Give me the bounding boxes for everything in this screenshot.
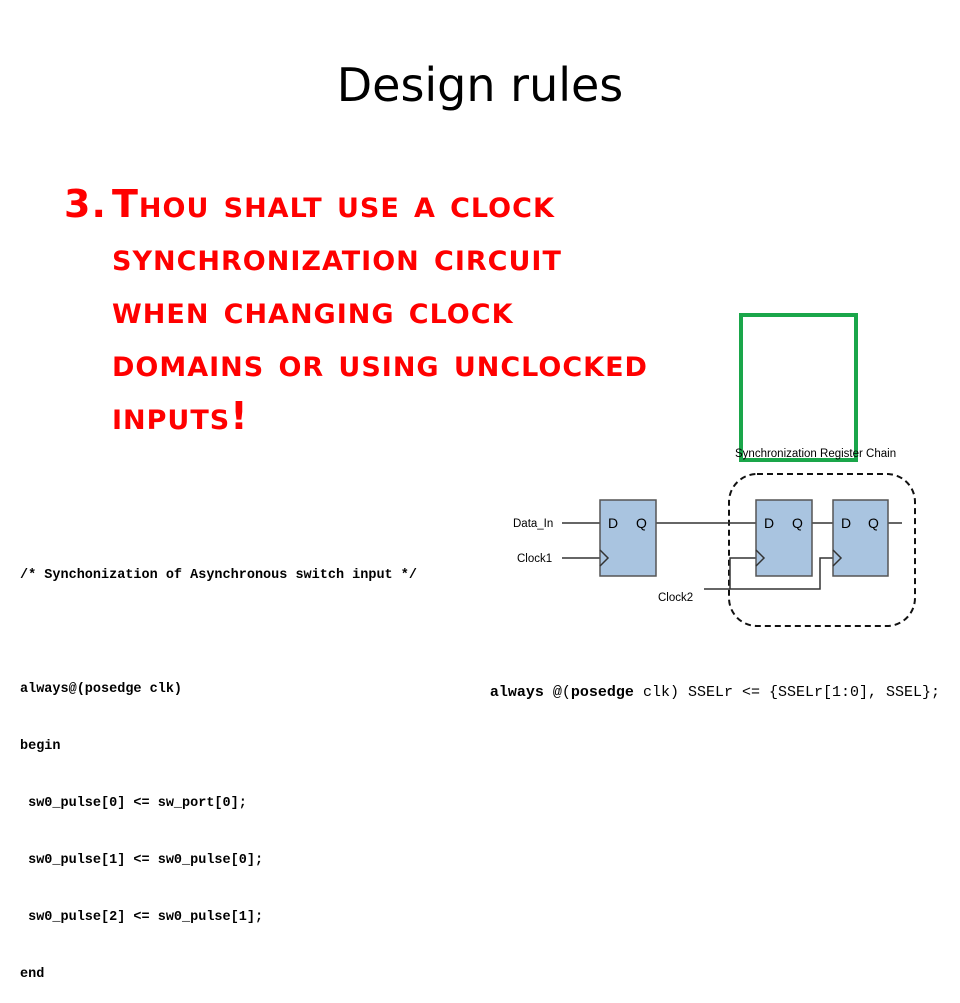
slide-title: Design rules (336, 58, 624, 112)
flipflop-2-body (755, 499, 813, 577)
label-clock1: Clock1 (517, 553, 552, 565)
flipflop-3-q: Q (868, 515, 879, 531)
code-line: sw0_pulse[0] <= sw_port[0]; (20, 796, 247, 811)
flipflop-2-d: D (764, 515, 774, 531)
flipflop-1-clock-marker (599, 549, 610, 567)
wire-clock2-ff3 (730, 557, 833, 590)
oneliner-rest: clk) SSELr <= {SSELr[1:0], SSEL}; (633, 684, 940, 701)
chain-label: Synchronization Register Chain (735, 448, 896, 460)
design-rule: 3. Thou shalt use a clock synchronizatio… (64, 178, 664, 443)
code-line: /* Synchonization of Asynchronous switch… (20, 568, 417, 583)
keyword-posedge: posedge (570, 684, 634, 701)
flipflop-2-clock-marker (755, 549, 766, 567)
flipflop-3: D Q (832, 499, 889, 577)
label-data-in: Data_In (513, 518, 553, 530)
label-clock2: Clock2 (658, 592, 693, 604)
flipflop-1-q: Q (636, 515, 647, 531)
code-line: sw0_pulse[2] <= sw0_pulse[1]; (20, 910, 264, 925)
code-line: sw0_pulse[1] <= sw0_pulse[0]; (20, 853, 264, 868)
rule-text: Thou shalt use a clock synchronization c… (112, 182, 648, 438)
flipflop-1-d: D (608, 515, 618, 531)
code-line: always@(posedge clk) (20, 682, 183, 697)
chain-outline (728, 473, 916, 627)
keyword-always: always (489, 684, 544, 701)
flipflop-1: D Q (599, 499, 657, 577)
flipflop-3-body (832, 499, 889, 577)
flipflop-3-clock-marker (832, 549, 843, 567)
synchronizer-diagram: Synchronization Register Chain Data_In C… (513, 313, 916, 627)
rule-number: 3. (64, 182, 107, 226)
flipflop-3-d: D (841, 515, 851, 531)
highlight-box (739, 313, 858, 462)
code-line: end (20, 967, 45, 982)
wire-clock2-ff2 (729, 557, 756, 589)
wires (562, 522, 902, 590)
code-line (20, 623, 417, 642)
flipflop-2: D Q (755, 499, 813, 577)
verilog-oneliner: always @(posedge clk) SSELr <= {SSELr[1:… (490, 684, 940, 701)
verilog-code-block: /* Synchonization of Asynchronous switch… (20, 528, 417, 1003)
flipflop-2-q: Q (792, 515, 803, 531)
flipflop-1-body (599, 499, 657, 577)
code-line: begin (20, 739, 61, 754)
oneliner-at: @( (543, 684, 571, 701)
